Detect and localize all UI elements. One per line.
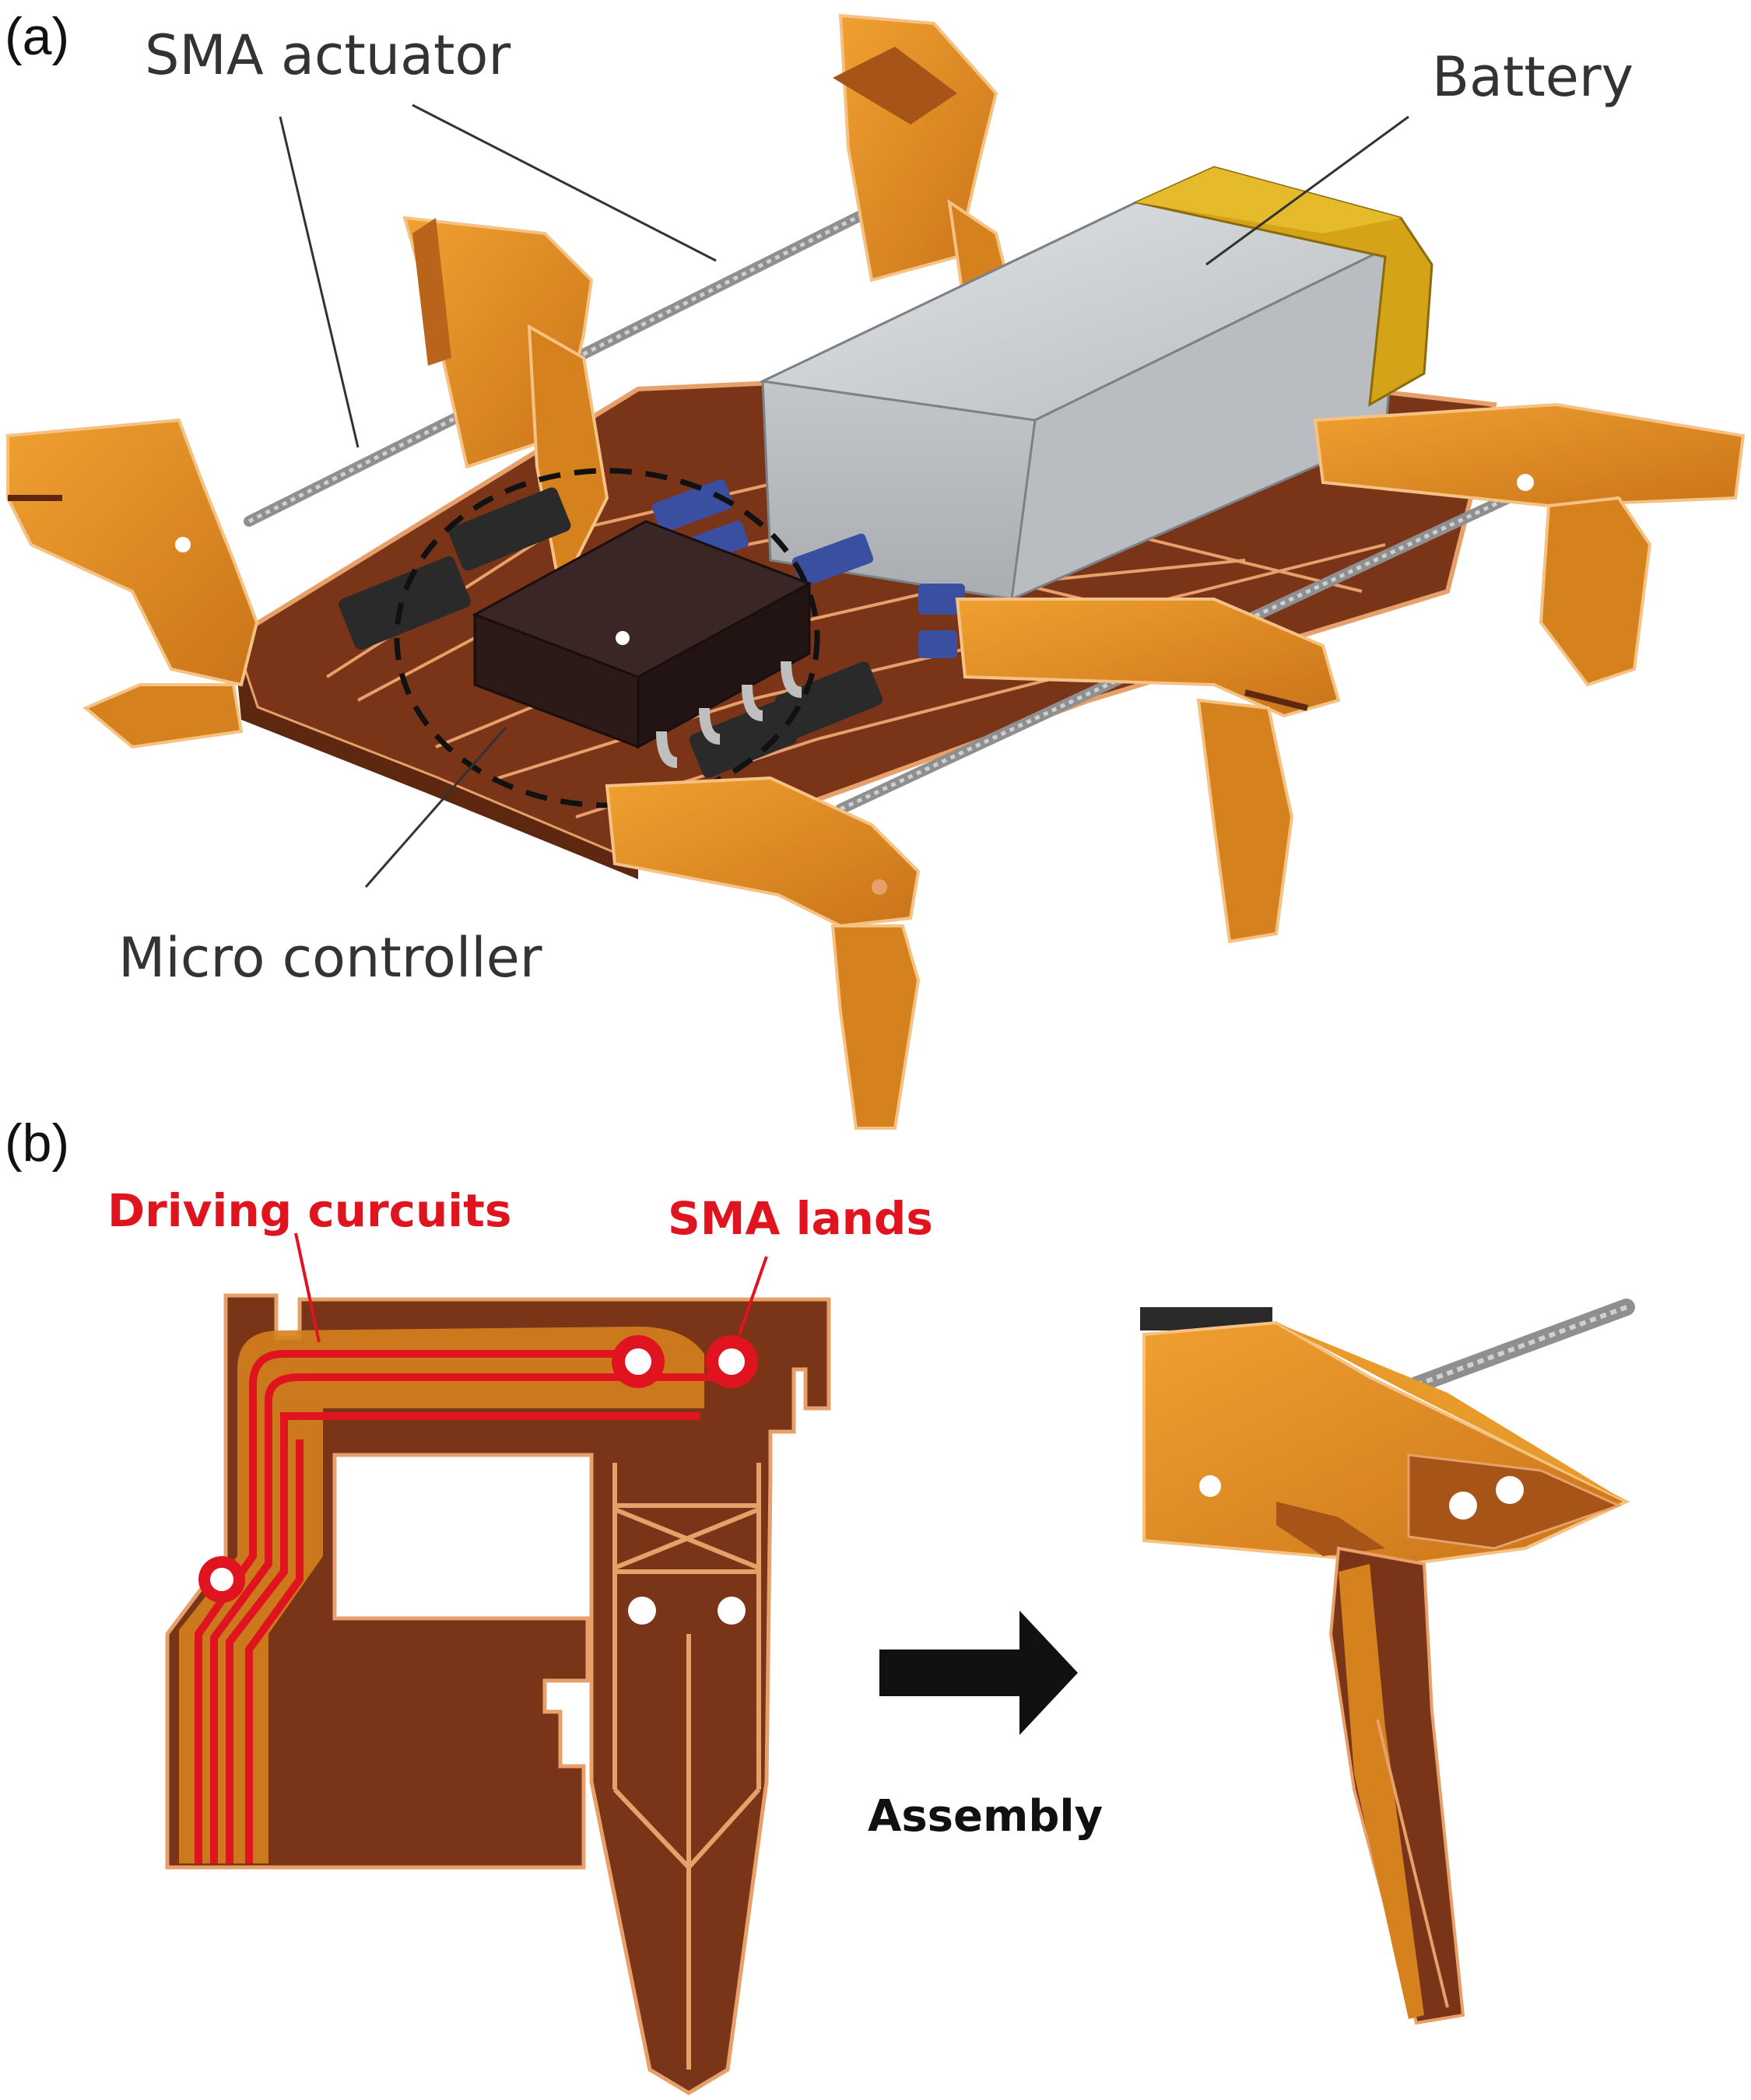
leg-front-left <box>6 418 259 749</box>
callout-battery: Battery <box>1432 45 1634 109</box>
microcontroller-highlight-circle <box>394 468 820 808</box>
panel-a-label: (a) <box>5 7 70 66</box>
flat-leg-board <box>165 1293 831 2095</box>
red-callout-leaders <box>294 1232 768 1343</box>
black-components <box>339 487 883 778</box>
panel-b-label: (b) <box>5 1113 70 1173</box>
hexapod-robot-illustration <box>6 13 1746 1130</box>
callout-micro-controller: Micro controller <box>118 926 542 990</box>
assembled-leg <box>1140 1299 1635 2025</box>
leg-right-rear <box>1313 402 1746 687</box>
callout-leaders <box>279 103 1409 888</box>
assembly-caption: Assembly <box>868 1791 1104 1842</box>
callout-sma-lands: SMA lands <box>668 1192 933 1245</box>
callout-sma-actuator: SMA actuator <box>145 23 511 87</box>
microcontroller-chip <box>472 520 812 768</box>
assembly-arrow <box>879 1611 1078 1735</box>
callout-driving-circuits: Driving curcuits <box>107 1184 512 1237</box>
leg-right-middle <box>955 598 1341 944</box>
leg-rear-right <box>833 13 1014 314</box>
leg-front-middle <box>605 776 921 1130</box>
